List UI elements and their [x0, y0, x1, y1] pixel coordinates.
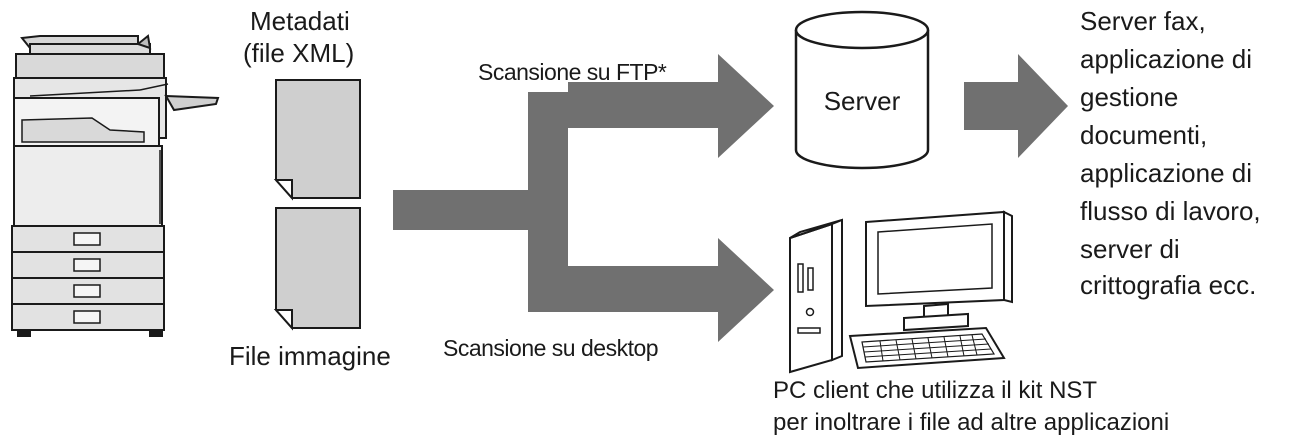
ftp-arrow	[528, 54, 774, 158]
destination-line: documenti,	[1080, 120, 1207, 150]
destination-line: applicazione di	[1080, 158, 1252, 188]
server-database-icon: Server	[794, 10, 930, 170]
xml-metadata-document-icon	[273, 79, 361, 201]
destination-line: server di	[1080, 234, 1180, 264]
image-file-document-icon	[273, 207, 361, 331]
destination-line: flusso di lavoro,	[1080, 196, 1261, 226]
ftp-scan-label: Scansione su FTP*	[478, 59, 667, 85]
image-file-label: File immagine	[229, 341, 391, 371]
destination-applications-list: Server fax, applicazione di gestione doc…	[1080, 6, 1261, 300]
server-to-apps-arrow	[964, 54, 1068, 158]
destination-line: gestione	[1080, 82, 1178, 112]
pc-client-label-line1: PC client che utilizza il kit NST	[773, 377, 1097, 404]
desktop-scan-label: Scansione su desktop	[443, 335, 658, 361]
server-label: Server	[824, 86, 901, 116]
flow-arrows	[393, 54, 1068, 342]
desktop-pc-icon	[789, 210, 1013, 374]
destination-line: applicazione di	[1080, 44, 1252, 74]
branch-trunk	[528, 92, 568, 306]
multifunction-printer-icon	[11, 34, 220, 337]
destination-line: Server fax,	[1080, 6, 1206, 36]
pc-client-label-line2: per inoltrare i file ad altre applicazio…	[773, 409, 1169, 436]
metadata-label-line2: (file XML)	[243, 38, 354, 68]
stem-arrow	[393, 190, 568, 230]
destination-line: crittografia ecc.	[1080, 270, 1256, 300]
metadata-label-line1: Metadati	[250, 6, 350, 36]
desktop-arrow	[528, 238, 774, 342]
